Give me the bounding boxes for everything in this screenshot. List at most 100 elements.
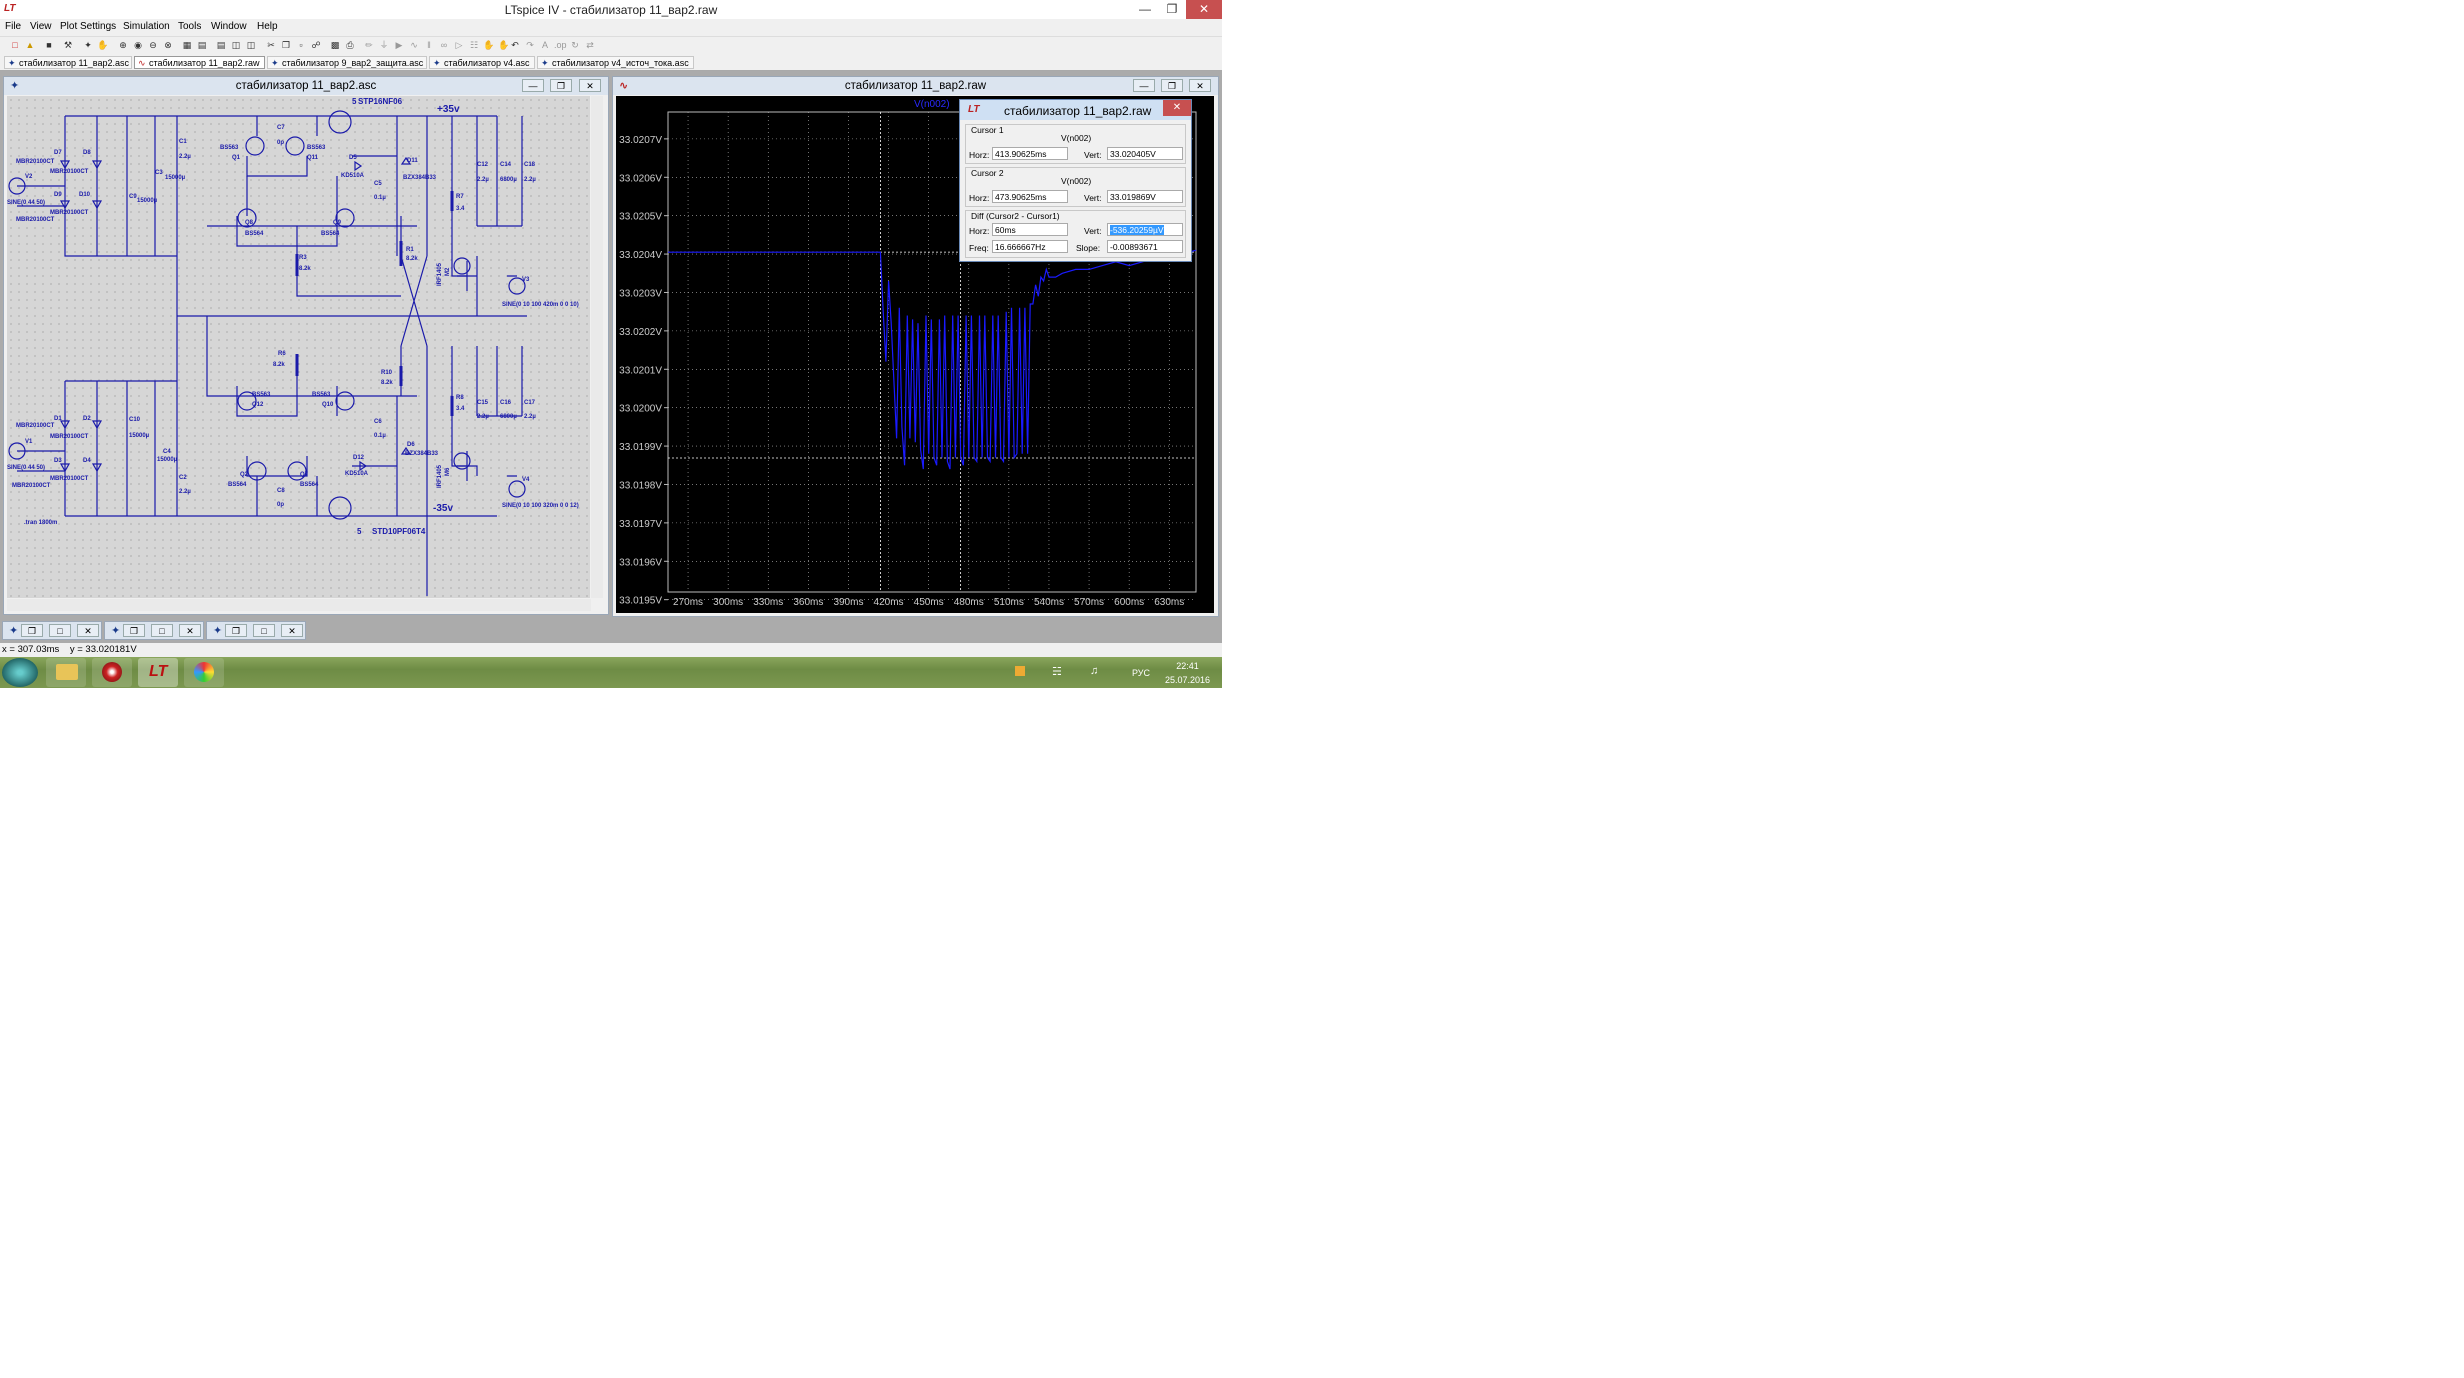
zener-diodes[interactable] — [400, 156, 412, 455]
save-icon[interactable]: ■ — [46, 40, 52, 50]
plot-minimize-button[interactable]: — — [1133, 79, 1155, 92]
diff-freq-field[interactable]: 16.666667Hz — [992, 240, 1068, 253]
schematic-vertical-scrollbar[interactable] — [591, 96, 603, 598]
spice-directive-icon[interactable]: .op — [554, 40, 567, 50]
pan-icon[interactable]: ◉ — [134, 40, 142, 50]
cursor1-vert-field[interactable]: 33.020405V — [1107, 147, 1183, 160]
restore-button[interactable]: ❐ — [225, 624, 247, 637]
maximize-button[interactable]: □ — [151, 624, 173, 637]
label-net-icon[interactable]: ▶ — [395, 40, 403, 50]
speaker-icon[interactable]: ♫ — [1090, 665, 1099, 677]
cursor-dialog-close-button[interactable]: ✕ — [1163, 100, 1191, 116]
transistor-q8[interactable] — [237, 208, 257, 228]
cut-icon[interactable]: ✂ — [267, 40, 275, 50]
menu-help[interactable]: Help — [257, 21, 278, 32]
capacitor-icon[interactable]: ‖ — [427, 40, 431, 50]
paste-icon[interactable]: ▫ — [299, 40, 303, 50]
media-taskbar-button[interactable] — [92, 658, 132, 687]
minimize-button[interactable]: — — [1139, 2, 1151, 16]
source-v3[interactable] — [508, 277, 526, 295]
schematic-canvas[interactable]: STP16NF06 STD10PF06T4 +35v -35v 5 5 .tra… — [7, 96, 590, 598]
minimized-window-2[interactable]: ✦ ❐ □ ✕ — [104, 621, 204, 640]
minimized-window-1[interactable]: ✦ ❐ □ ✕ — [2, 621, 102, 640]
cursor1-horz-field[interactable]: 413.90625ms — [992, 147, 1068, 160]
mirror-icon[interactable]: ⇄ — [586, 40, 594, 50]
menu-plot-settings[interactable]: Plot Settings — [60, 21, 117, 32]
menu-tools[interactable]: Tools — [178, 21, 202, 32]
plot-maximize-button[interactable]: ❐ — [1161, 79, 1183, 92]
transistor-q11[interactable] — [285, 136, 305, 156]
new-schematic-icon[interactable]: □ — [12, 40, 18, 50]
flag-icon[interactable] — [1015, 666, 1025, 676]
minimized-window-3[interactable]: ✦ ❐ □ ✕ — [206, 621, 306, 640]
mosfet-m2[interactable] — [453, 257, 471, 275]
transistor-q1[interactable] — [245, 136, 265, 156]
undo-icon[interactable]: ↶ — [511, 40, 519, 50]
source-v1[interactable] — [8, 442, 26, 460]
mosfet-bottom[interactable] — [328, 496, 352, 520]
paint-taskbar-button[interactable] — [184, 658, 224, 687]
maximize-button[interactable]: ❐ — [1166, 2, 1178, 16]
cursor2-vert-field[interactable]: 33.019869V — [1107, 190, 1183, 203]
trace-label[interactable]: V(n002) — [914, 99, 950, 110]
close-button[interactable]: ✕ — [179, 624, 201, 637]
start-button[interactable] — [2, 658, 38, 687]
close-button[interactable]: ✕ — [1186, 0, 1222, 19]
inductor-icon[interactable]: ∞ — [440, 40, 448, 50]
diff-slope-field[interactable]: -0.00893671 — [1107, 240, 1183, 253]
transistor-q10[interactable] — [335, 391, 355, 411]
trace-V(n002)[interactable] — [668, 249, 1197, 470]
control-panel-icon[interactable]: ⚒ — [63, 40, 73, 50]
print-icon[interactable]: ⎙ — [346, 40, 354, 50]
print-setup-icon[interactable]: ▩ — [330, 40, 340, 50]
schematic-horizontal-scrollbar[interactable] — [7, 599, 591, 611]
explorer-taskbar-button[interactable] — [46, 658, 86, 687]
transistor-q2[interactable] — [247, 461, 267, 481]
resistors[interactable] — [295, 191, 454, 416]
menu-view[interactable]: View — [30, 21, 52, 32]
copy-icon[interactable]: ❐ — [281, 40, 291, 50]
find-icon[interactable]: ☍ — [311, 40, 321, 50]
close-button[interactable]: ✕ — [77, 624, 99, 637]
diode-icon[interactable]: ▷ — [455, 40, 463, 50]
menu-window[interactable]: Window — [211, 21, 247, 32]
schematic-close-button[interactable]: ✕ — [579, 79, 601, 92]
maximize-button[interactable]: □ — [253, 624, 275, 637]
tab-schematic-v4[interactable]: ✦стабилизатор v4.asc — [429, 56, 535, 69]
halt-icon[interactable]: ✋ — [97, 40, 109, 50]
tab-schematic-11[interactable]: ✦стабилизатор 11_вар2.asc — [4, 56, 132, 69]
plot-close-button[interactable]: ✕ — [1189, 79, 1211, 92]
restore-button[interactable]: ❐ — [21, 624, 43, 637]
menu-simulation[interactable]: Simulation — [123, 21, 170, 32]
wire-icon[interactable]: ✏ — [365, 40, 373, 50]
schematic-maximize-button[interactable]: ❐ — [550, 79, 572, 92]
source-v2[interactable] — [8, 177, 26, 195]
diodes-kd510a[interactable] — [354, 160, 368, 472]
open-icon[interactable]: ▲ — [25, 40, 35, 50]
tab-schematic-v4-current[interactable]: ✦стабилизатор v4_источ_тока.asc — [537, 56, 694, 69]
menu-file[interactable]: File — [5, 21, 22, 32]
cursor2-horz-field[interactable]: 473.90625ms — [992, 190, 1068, 203]
mosfet-m6[interactable] — [453, 452, 471, 470]
text-icon[interactable]: A — [541, 40, 548, 50]
close-button[interactable]: ✕ — [281, 624, 303, 637]
restore-button[interactable]: ❐ — [123, 624, 145, 637]
maximize-button[interactable]: □ — [49, 624, 71, 637]
resistor-icon[interactable]: ∿ — [410, 40, 418, 50]
source-v4[interactable] — [508, 480, 526, 498]
move-icon[interactable]: ✋ — [483, 40, 495, 50]
autorange-icon[interactable]: ▦ — [182, 40, 192, 50]
drag-icon[interactable]: ✋ — [498, 40, 510, 50]
cascade-icon[interactable]: ◫ — [246, 40, 256, 50]
mosfet-top[interactable] — [328, 110, 352, 134]
diode-bridge-top[interactable] — [59, 160, 103, 210]
tile-vertical-icon[interactable]: ◫ — [231, 40, 241, 50]
diff-vert-field[interactable]: -536.20259µV — [1107, 223, 1183, 236]
transistor-q7[interactable] — [287, 461, 307, 481]
tile-horizontal-icon[interactable]: ▤ — [216, 40, 226, 50]
clock-date[interactable]: 25.07.2016 — [1164, 675, 1211, 685]
tab-raw-11[interactable]: ∿стабилизатор 11_вар2.raw — [134, 56, 265, 69]
diff-horz-field[interactable]: 60ms — [992, 223, 1068, 236]
ltspice-taskbar-button[interactable]: LT — [138, 658, 178, 687]
schematic-minimize-button[interactable]: — — [522, 79, 544, 92]
